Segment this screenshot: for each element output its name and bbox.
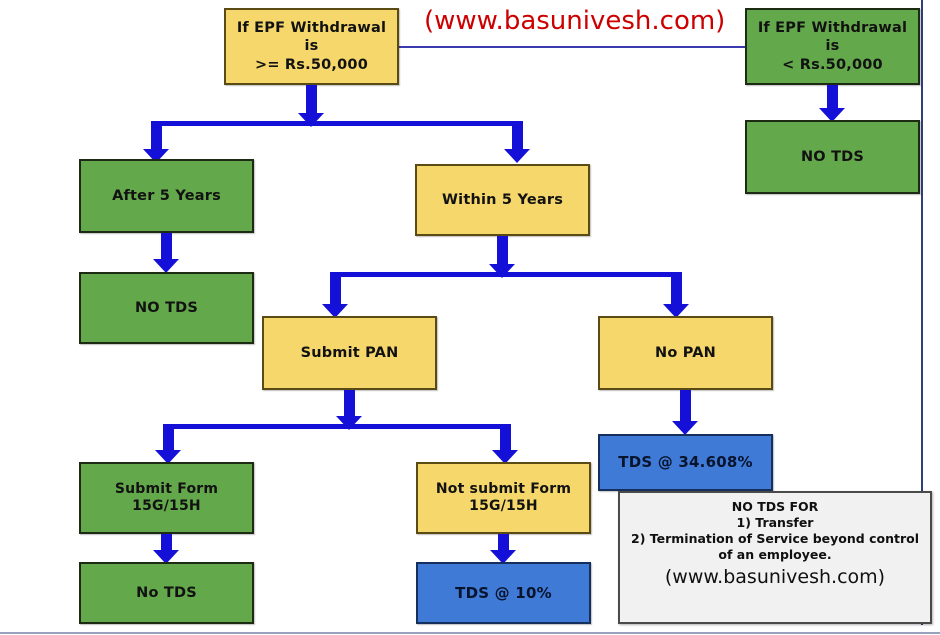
arrow-head-rootlt-to-notds xyxy=(819,108,845,122)
note-line-4: of an employee. xyxy=(718,547,832,562)
arrow-shaft-submitform-to-notds xyxy=(161,534,172,552)
node-form-no-tds[interactable]: No TDS xyxy=(79,562,254,624)
note-line-3: 2) Termination of Service beyond control xyxy=(631,531,919,546)
arrow-shaft-root-ge-down xyxy=(306,85,317,115)
node-after5-no-tds[interactable]: NO TDS xyxy=(79,272,254,344)
arrow-head-after5-to-notds xyxy=(153,259,179,273)
bottom-border-rule xyxy=(0,632,940,634)
note-line-2: 1) Transfer xyxy=(736,515,814,530)
arrow-head-notsubmitform-to-tds10 xyxy=(490,550,516,564)
node-lt-no-tds[interactable]: NO TDS xyxy=(745,120,920,194)
branch-bar-level-1 xyxy=(151,121,523,126)
connector-root-link xyxy=(399,46,745,48)
note-watermark-site: (www.basunivesh.com) xyxy=(664,566,886,588)
arrow-head-branch3-right xyxy=(492,450,518,464)
arrow-head-branch3-left xyxy=(155,450,181,464)
arrow-shaft-branch2-right xyxy=(671,272,682,306)
note-line-1: NO TDS FOR xyxy=(731,499,819,514)
node-root-lt-50000[interactable]: If EPF Withdrawal is < Rs.50,000 xyxy=(745,8,920,85)
arrow-shaft-branch1-left xyxy=(151,121,162,151)
arrow-shaft-branch2-left xyxy=(330,272,341,306)
arrow-head-branch2-right xyxy=(663,304,689,318)
node-tds-10[interactable]: TDS @ 10% xyxy=(416,562,591,624)
node-after-5-years[interactable]: After 5 Years xyxy=(79,159,254,233)
arrow-shaft-within5-down xyxy=(497,236,508,266)
arrow-shaft-after5-to-notds xyxy=(161,233,172,261)
arrow-shaft-rootlt-to-notds xyxy=(827,85,838,110)
arrow-head-branch1-right xyxy=(504,149,530,163)
arrow-shaft-submitpan-down xyxy=(344,390,355,418)
node-tds-34608[interactable]: TDS @ 34.608% xyxy=(598,434,773,491)
arrow-shaft-notsubmitform-to-tds10 xyxy=(498,534,509,552)
node-submit-form-15g15h[interactable]: Submit Form 15G/15H xyxy=(79,462,254,534)
node-within-5-years[interactable]: Within 5 Years xyxy=(415,164,590,236)
branch-bar-level-2 xyxy=(330,272,682,277)
arrow-shaft-nopan-to-tds xyxy=(680,390,691,423)
note-box-no-tds-for: NO TDS FOR 1) Transfer 2) Termination of… xyxy=(618,491,932,624)
node-submit-pan[interactable]: Submit PAN xyxy=(262,316,437,390)
arrow-head-nopan-to-tds xyxy=(672,421,698,435)
node-root-ge-50000[interactable]: If EPF Withdrawal is >= Rs.50,000 xyxy=(224,8,399,85)
right-border-rule xyxy=(921,0,923,625)
node-no-pan[interactable]: No PAN xyxy=(598,316,773,390)
arrow-head-branch2-left xyxy=(322,304,348,318)
arrow-shaft-branch1-right xyxy=(512,121,523,151)
watermark-top: (www.basunivesh.com) xyxy=(424,6,726,36)
branch-bar-level-3 xyxy=(163,424,511,429)
arrow-head-submitform-to-notds xyxy=(153,550,179,564)
arrow-shaft-branch3-left xyxy=(163,424,174,452)
arrow-shaft-branch3-right xyxy=(500,424,511,452)
node-not-submit-form-15g15h[interactable]: Not submit Form 15G/15H xyxy=(416,462,591,534)
